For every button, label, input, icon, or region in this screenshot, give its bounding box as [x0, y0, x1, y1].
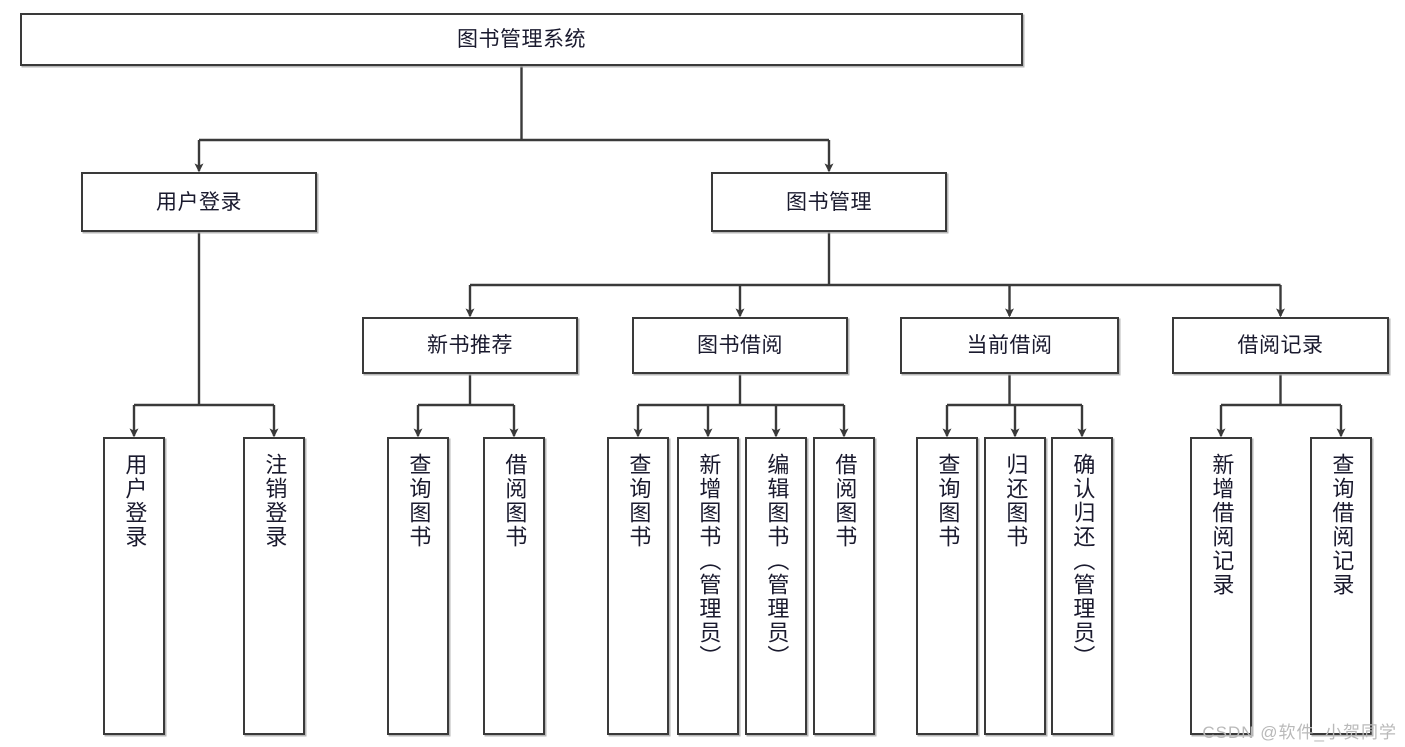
node-new-book-rec[interactable]: 新书推荐	[362, 317, 578, 374]
node-leaf-edit-book[interactable]: 编辑图书（管理员）	[745, 437, 807, 735]
node-label: 注销登录	[262, 453, 288, 549]
node-leaf-query-book[interactable]: 查询图书	[607, 437, 669, 735]
node-label: 图书借阅	[697, 334, 783, 357]
node-label: 新增借阅记录	[1209, 453, 1235, 597]
node-label: 图书管理	[786, 190, 872, 214]
node-leaf-query-book-cur[interactable]: 查询图书	[916, 437, 978, 735]
node-label: 新书推荐	[427, 334, 513, 357]
node-label: 归还图书	[1003, 453, 1029, 549]
node-label: 借阅记录	[1237, 334, 1324, 357]
node-root[interactable]: 图书管理系统	[20, 13, 1023, 66]
node-leaf-query-record[interactable]: 查询借阅记录	[1310, 437, 1372, 735]
node-label: 借阅图书	[832, 453, 858, 549]
node-leaf-user-logout[interactable]: 注销登录	[243, 437, 305, 735]
watermark-text: CSDN @软件_小贺同学	[1202, 723, 1397, 742]
node-leaf-return-book[interactable]: 归还图书	[984, 437, 1046, 735]
node-label: 用户登录	[156, 190, 242, 214]
node-leaf-add-record[interactable]: 新增借阅记录	[1190, 437, 1252, 735]
node-label: 确认归还（管理员）	[1070, 453, 1096, 669]
node-label: 查询借阅记录	[1329, 453, 1355, 597]
node-leaf-query-book-rec[interactable]: 查询图书	[387, 437, 449, 735]
node-leaf-add-book[interactable]: 新增图书（管理员）	[677, 437, 739, 735]
node-book-manage[interactable]: 图书管理	[711, 172, 947, 232]
node-leaf-confirm-return[interactable]: 确认归还（管理员）	[1051, 437, 1113, 735]
node-label: 编辑图书（管理员）	[764, 453, 790, 669]
node-leaf-borrow-book[interactable]: 借阅图书	[813, 437, 875, 735]
node-book-borrow[interactable]: 图书借阅	[632, 317, 848, 374]
node-label: 借阅图书	[502, 453, 528, 549]
node-borrow-record[interactable]: 借阅记录	[1172, 317, 1389, 374]
node-label: 查询图书	[626, 453, 652, 549]
node-leaf-borrow-book-rec[interactable]: 借阅图书	[483, 437, 545, 735]
node-label: 图书管理系统	[457, 28, 586, 51]
node-label: 新增图书（管理员）	[696, 453, 722, 669]
node-user-login[interactable]: 用户登录	[81, 172, 317, 232]
node-label: 查询图书	[406, 453, 432, 549]
node-label: 用户登录	[122, 453, 148, 549]
node-label: 查询图书	[935, 453, 961, 549]
node-current-borrow[interactable]: 当前借阅	[900, 317, 1119, 374]
node-leaf-user-login[interactable]: 用户登录	[103, 437, 165, 735]
node-label: 当前借阅	[966, 334, 1053, 357]
